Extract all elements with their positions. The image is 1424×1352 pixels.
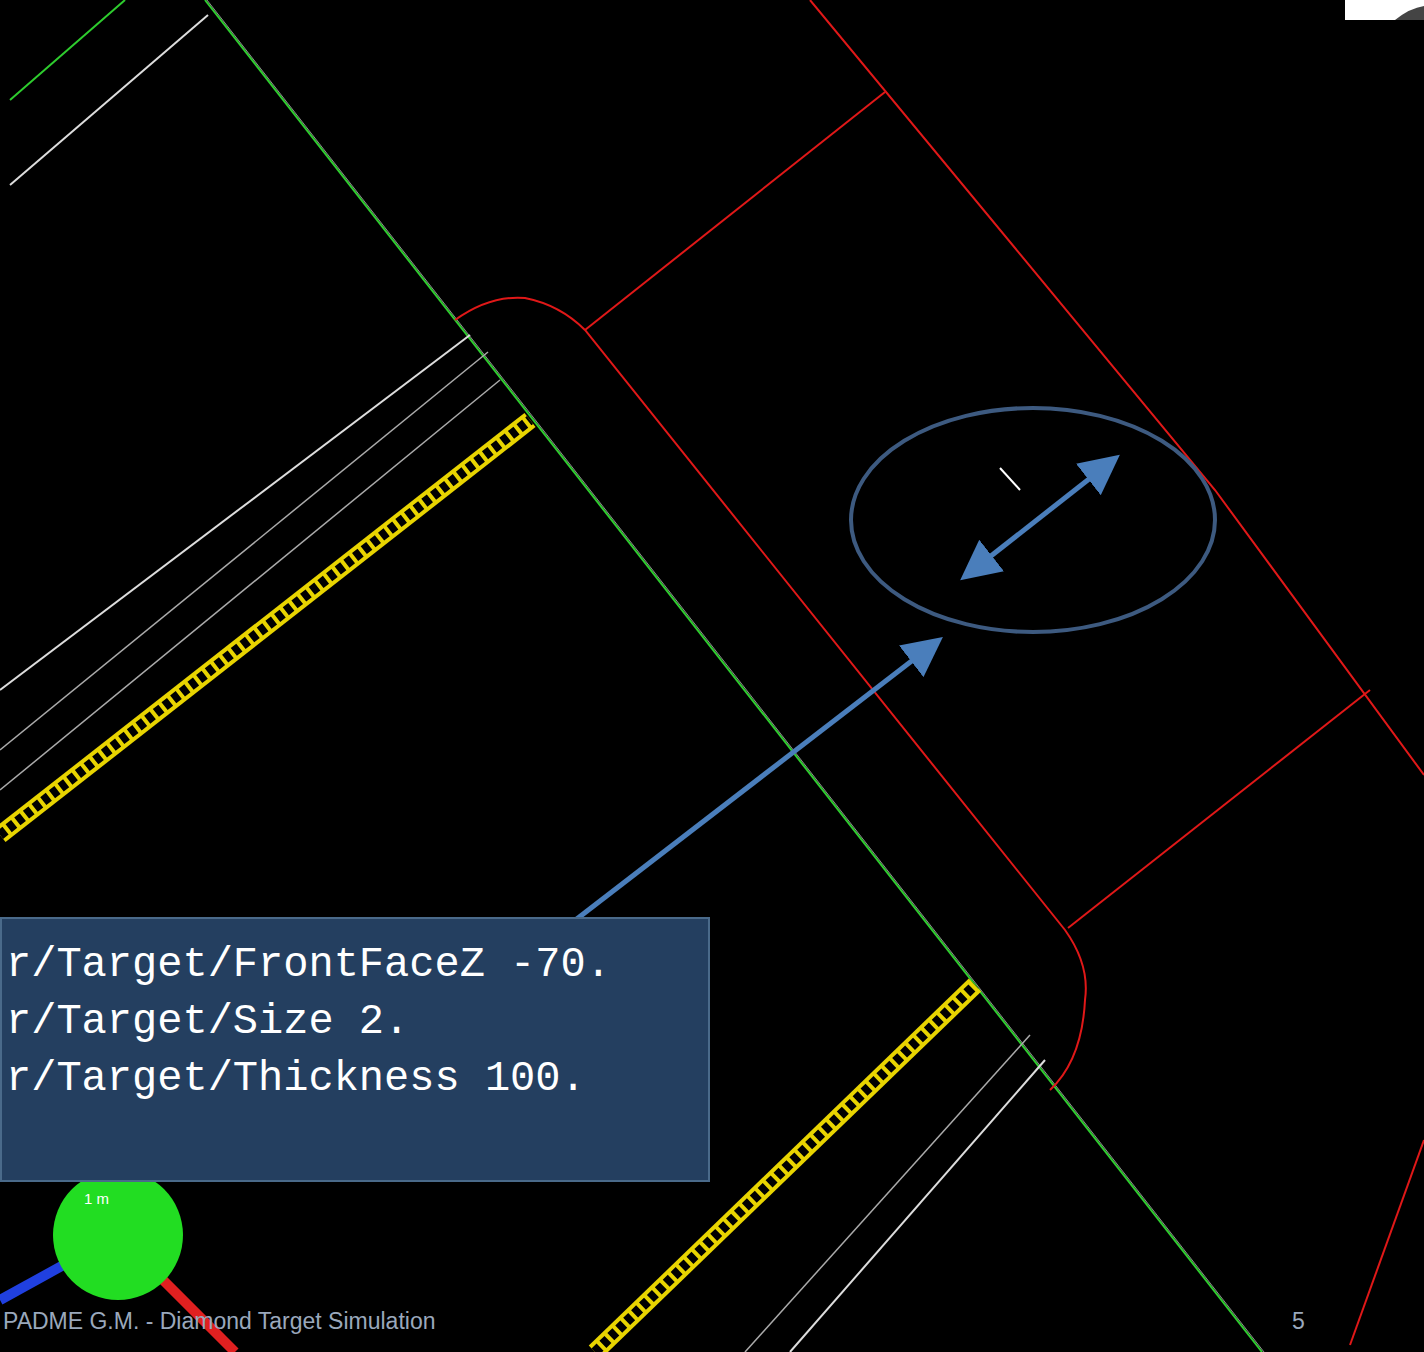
page-number: 5 <box>1292 1308 1305 1335</box>
callout-box: r/Target/FrontFaceZ -70.r/Target/Size 2.… <box>0 917 710 1182</box>
command-line: r/Target/FrontFaceZ -70. <box>6 937 694 994</box>
scale-label: 1 m <box>84 1190 109 1207</box>
command-line: r/Target/Size 2. <box>6 994 694 1051</box>
footer-text: PADME G.M. - Diamond Target Simulation <box>3 1308 435 1335</box>
command-line: r/Target/Thickness 100. <box>6 1051 694 1108</box>
